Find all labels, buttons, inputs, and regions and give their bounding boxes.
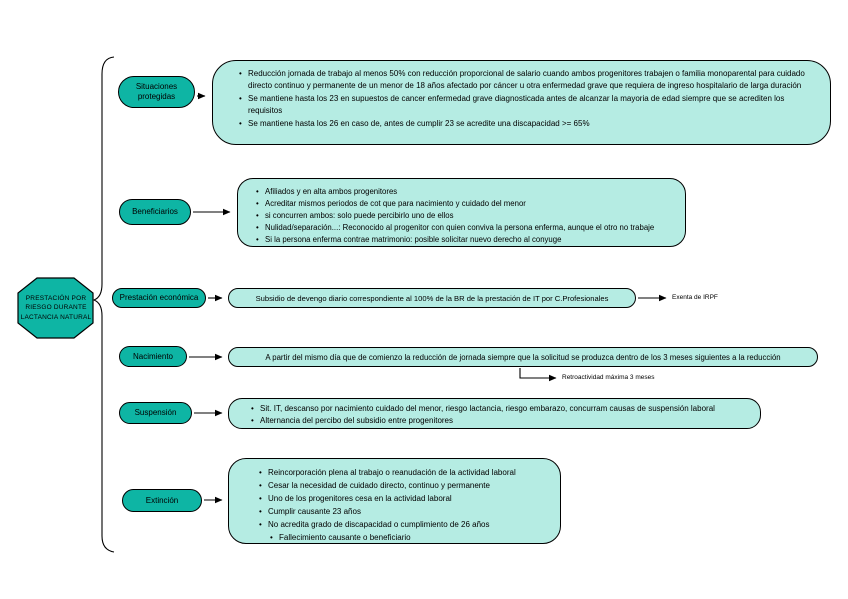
bullet-text: Se mantiene hasta los 26 en caso de, ant… — [248, 118, 590, 128]
bullet-subitem: Fallecimiento causante o beneficiario — [270, 532, 552, 545]
bullet-item: Afiliados y en alta ambos progenitores — [256, 186, 677, 198]
bullet-text: si concurren ambos: solo puede percibirl… — [265, 211, 454, 221]
bullet-item: Reincorporación plena al trabajo o reanu… — [259, 467, 552, 480]
bullet-item: Cumplir causante 23 años — [259, 506, 552, 519]
bullet-item: Se mantiene hasta los 23 en supuestos de… — [239, 93, 816, 118]
bullet-text: Afiliados y en alta ambos progenitores — [265, 187, 398, 196]
branch-label-prestacion-economica: Prestación económica — [112, 288, 206, 308]
bullet-text: Acreditar mismos periodos de cot que par… — [265, 199, 526, 209]
branch-box-suspension: Sit. IT, descanso por nacimiento cuidado… — [228, 398, 761, 429]
bullet-text: Fallecimiento causante o beneficiario — [279, 532, 411, 542]
bullet-item: Si la persona enferma contrae matrimonio… — [256, 234, 677, 246]
branch-label-extincion: Extinción — [122, 489, 202, 512]
bullet-item: Nulidad/separación...: Reconocido al pro… — [256, 222, 677, 234]
bullet-list: Afiliados y en alta ambos progenitores A… — [256, 186, 677, 246]
branch-label-beneficiarios: Beneficiarios — [119, 199, 191, 225]
bullet-list: Sit. IT, descanso por nacimiento cuidado… — [251, 403, 752, 428]
bullet-text: Cesar la necesidad de cuidado directo, c… — [268, 480, 490, 490]
bullet-list: Reducción jornada de trabajo al menos 50… — [239, 68, 816, 130]
annotation-exenta-irpf: Exenta de IRPF — [672, 294, 718, 301]
bullet-text: Alternancia del percibo del subsidio ent… — [260, 416, 454, 426]
bullet-text: Reducción jornada de trabajo al menos 50… — [248, 69, 805, 91]
bullet-item: Uno de los progenitores cesa en la activ… — [259, 493, 552, 506]
annotation-retroactividad: Retroactividad máxima 3 meses — [562, 374, 655, 381]
branch-box-prestacion-economica: Subsidio de devengo diario correspondien… — [228, 288, 636, 308]
bullet-text: Se mantiene hasta los 23 en supuestos de… — [248, 93, 785, 116]
branch-label-suspension: Suspensión — [119, 402, 192, 424]
branch-box-extincion: Reincorporación plena al trabajo o reanu… — [228, 458, 561, 545]
branch-box-situaciones-protegidas: Reducción jornada de trabajo al menos 50… — [212, 60, 831, 145]
bullet-text: Nulidad/separación...: Reconocido al pro… — [265, 223, 655, 233]
bullet-item: Sit. IT, descanso por nacimiento cuidado… — [251, 403, 752, 416]
bullet-text: Uno de los progenitores cesa en la activ… — [268, 493, 452, 503]
bullet-item: Acreditar mismos periodos de cot que par… — [256, 198, 677, 210]
bullet-text: Reincorporación plena al trabajo o reanu… — [268, 468, 516, 477]
bullet-item: Alternancia del percibo del subsidio ent… — [251, 415, 752, 428]
branch-box-beneficiarios: Afiliados y en alta ambos progenitores A… — [237, 178, 686, 247]
root-node-label: PRESTACIÓN POR RIESGO DURANTE LACTANCIA … — [20, 294, 92, 321]
branch-label-situaciones-protegidas: Situaciones protegidas — [118, 76, 195, 108]
bullet-item: Reducción jornada de trabajo al menos 50… — [239, 68, 816, 93]
bullet-text: Sit. IT, descanso por nacimiento cuidado… — [260, 404, 715, 413]
bullet-item: Se mantiene hasta los 26 en caso de, ant… — [239, 118, 816, 131]
brace-curly — [92, 56, 115, 553]
bullet-item: No acredita grado de discapacidad o cump… — [259, 519, 552, 532]
box-text: A partir del mismo día que de comienzo l… — [265, 352, 781, 362]
box-text: Subsidio de devengo diario correspondien… — [255, 293, 609, 303]
bullet-item: si concurren ambos: solo puede percibirl… — [256, 210, 677, 222]
bullet-item: Cesar la necesidad de cuidado directo, c… — [259, 480, 552, 493]
bullet-text: No acredita grado de discapacidad o cump… — [268, 519, 490, 529]
branch-box-nacimiento: A partir del mismo día que de comienzo l… — [228, 347, 818, 367]
bullet-text: Cumplir causante 23 años — [268, 506, 361, 516]
branch-label-nacimiento: Nacimiento — [119, 346, 187, 367]
arrow-retroactividad — [519, 368, 557, 382]
bullet-text: Si la persona enferma contrae matrimonio… — [265, 235, 562, 245]
bullet-list: Reincorporación plena al trabajo o reanu… — [259, 467, 552, 545]
